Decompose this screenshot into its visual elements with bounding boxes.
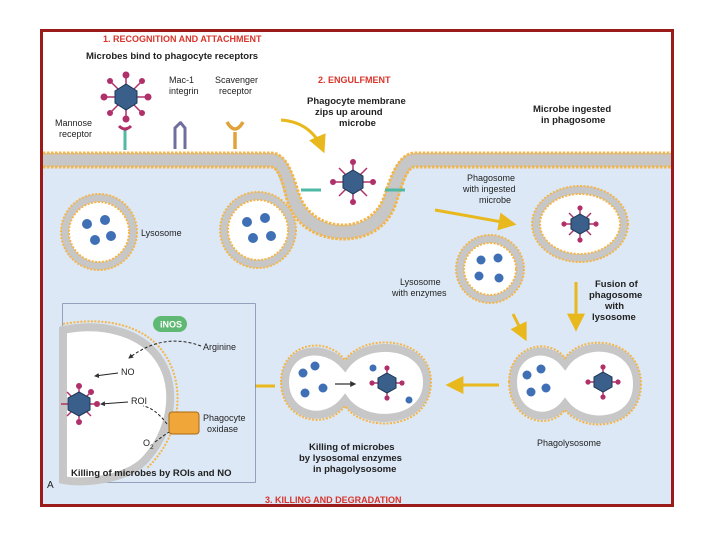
fusion-label-4: lysosome	[592, 312, 636, 323]
lysosome-enzymes-label-2: with enzymes	[391, 288, 447, 298]
o2-label: O	[143, 438, 150, 448]
microbes-bind-label: Microbes bind to phagocyte receptors	[86, 51, 258, 62]
killing-roi-label: Killing of microbes by ROIs and NO	[71, 468, 231, 479]
no-label: NO	[121, 367, 135, 377]
lysosome-enzymes-label-1: Lysosome	[400, 277, 441, 287]
mannose-receptor-label-1: Mannose	[55, 118, 92, 128]
inos-badge	[153, 316, 187, 332]
mac1-integrin	[173, 120, 187, 149]
scavenger-receptor	[225, 121, 245, 149]
mannose-receptor-label-2: receptor	[59, 129, 92, 139]
phagocyte-oxidase-label-1: Phagocyte	[203, 413, 246, 423]
arginine-label: Arginine	[203, 342, 236, 352]
microbe-free	[100, 71, 152, 123]
lysosome-label: Lysosome	[141, 228, 182, 238]
fusion-label-3: with	[604, 301, 624, 312]
arrow-to-phagosome	[434, 208, 517, 231]
phagolysosome	[507, 341, 643, 426]
diagram-frame: 1. RECOGNITION AND ATTACHMENT 2. ENGULFM…	[40, 29, 674, 507]
phagosome-label-1: Phagosome	[467, 173, 515, 183]
lysosome-2	[219, 191, 297, 269]
step-killing-title: 3. KILLING AND DEGRADATION	[265, 495, 402, 504]
mac1-label-2: integrin	[169, 86, 199, 96]
microbe-being-killed	[369, 365, 405, 401]
roi-label: ROI	[131, 396, 147, 406]
membrane-zips-label-2: zips up around	[315, 107, 383, 118]
microbe-in-phagolysosome	[585, 364, 621, 400]
killing-lysosomal-label-2: by lysosomal enzymes	[299, 453, 402, 464]
o2-subscript: 2	[150, 444, 154, 451]
fusion-arrow-diag	[510, 313, 527, 342]
mac1-label-1: Mac-1	[169, 75, 194, 85]
roi-no-panel	[59, 303, 256, 486]
step-engulfment-title: 2. ENGULFMENT	[318, 75, 391, 85]
microbe-engulfing	[330, 159, 376, 205]
microbe-roi-killed	[61, 383, 100, 425]
inos-label: iNOS	[160, 320, 182, 330]
lysosome-with-enzymes	[455, 234, 525, 304]
panel-letter: A	[47, 480, 54, 491]
phagosome-label-2: with ingested	[462, 184, 516, 194]
phagosome-label-3: microbe	[479, 195, 511, 205]
fusion-label-2: phagosome	[589, 290, 642, 301]
membrane-zips-label-3: microbe	[339, 118, 376, 129]
fusion-label-1: Fusion of	[595, 279, 639, 290]
killing-lysosomal-label-3: in phagolysosome	[313, 464, 396, 475]
microbe-ingested-label-2: in phagosome	[541, 115, 605, 126]
phagocyte-oxidase-label-2: oxidase	[207, 424, 238, 434]
killing-phagolysosome	[279, 341, 433, 425]
mannose-receptor	[117, 124, 133, 150]
phagolysosome-label: Phagolysosome	[537, 438, 601, 448]
phagocyte-membrane	[43, 153, 671, 240]
scavenger-label-1: Scavenger	[215, 75, 258, 85]
killing-lysosomal-label-1: Killing of microbes	[309, 442, 395, 453]
microbe-in-phagosome	[561, 205, 599, 243]
scavenger-label-2: receptor	[219, 86, 252, 96]
lysosome-1	[60, 193, 138, 271]
membrane-zips-label-1: Phagocyte membrane	[307, 96, 406, 107]
phagocyte-oxidase-box	[168, 411, 200, 435]
step-recognition-title: 1. RECOGNITION AND ATTACHMENT	[103, 34, 262, 44]
microbe-ingested-label-1: Microbe ingested	[533, 104, 611, 115]
engulf-arrow	[280, 118, 326, 154]
phagocytosis-diagram: 1. RECOGNITION AND ATTACHMENT 2. ENGULFM…	[43, 34, 671, 504]
